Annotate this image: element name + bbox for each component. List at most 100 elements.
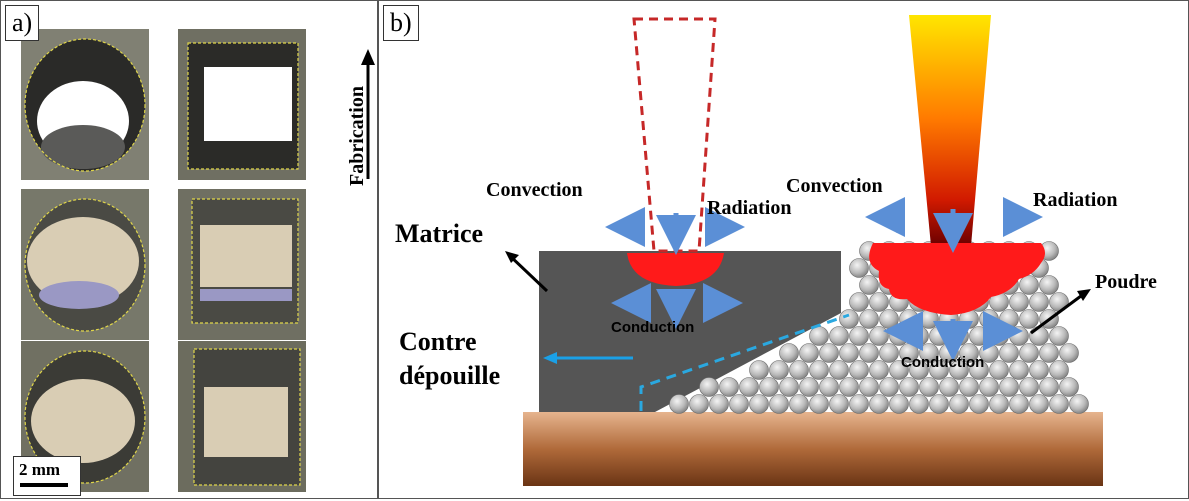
powder-particle (669, 394, 689, 414)
powder-particle (1059, 377, 1079, 397)
powder-particle (839, 309, 859, 329)
powder-particle (869, 394, 889, 414)
photo-square-3 (178, 341, 306, 492)
powder-particle (739, 377, 759, 397)
melt-pool-right (869, 243, 1045, 315)
powder-particle (979, 377, 999, 397)
powder-particle (959, 377, 979, 397)
powder-particle (919, 377, 939, 397)
heat-arrows-left (605, 207, 745, 329)
heat-arrows-right (865, 197, 1043, 361)
powder-particle (1029, 292, 1049, 312)
powder-particle (899, 377, 919, 397)
powder-particle (949, 394, 969, 414)
photo-circle-3 (21, 341, 149, 492)
label-radiation-left: Radiation (707, 197, 792, 219)
powder-particle (889, 394, 909, 414)
powder-particle (839, 343, 859, 363)
undercut-outline (639, 313, 850, 411)
powder-particle (1059, 343, 1079, 363)
powder-particle (1029, 360, 1049, 380)
laser-outline-left (632, 17, 717, 253)
powder-particle (749, 360, 769, 380)
powder-particle (1069, 394, 1089, 414)
powder-particle (789, 360, 809, 380)
powder-particle (1049, 326, 1069, 346)
fabrication-label: Fabrication (346, 86, 368, 186)
poudre-pointer (1030, 291, 1086, 335)
label-conduction-right: Conduction (901, 354, 985, 371)
powder-particle (819, 343, 839, 363)
powder-particle (779, 377, 799, 397)
powder-particle (699, 377, 719, 397)
powder-particle (779, 343, 799, 363)
powder-particle (859, 275, 879, 295)
powder-particle (1039, 275, 1059, 295)
powder-particle (829, 326, 849, 346)
powder-particle (719, 377, 739, 397)
label-convection-left: Convection (486, 179, 583, 201)
powder-particle (1009, 326, 1029, 346)
powder-particle (929, 326, 949, 346)
powder-particle (879, 309, 899, 329)
powder-particle (909, 394, 929, 414)
powder-particle (1029, 394, 1049, 414)
fabrication-arrow-icon (361, 49, 375, 179)
photo-square-2 (178, 189, 306, 340)
powder-particle (1039, 377, 1059, 397)
label-contre: Contre (399, 327, 477, 356)
label-convection-right: Convection (786, 175, 883, 197)
powder-particle (759, 377, 779, 397)
powder-particle (849, 394, 869, 414)
powder-particle (849, 258, 869, 278)
label-depouille: dépouille (399, 361, 501, 390)
powder-particle (799, 343, 819, 363)
powder-particle (709, 394, 729, 414)
powder-particle (869, 360, 889, 380)
powder-particle (799, 377, 819, 397)
undercut-arrow-head (543, 352, 557, 364)
panel-a-tag: a) (5, 5, 40, 41)
powder-particle (969, 394, 989, 414)
powder-particle (1019, 309, 1039, 329)
label-conduction-left: Conduction (611, 319, 695, 336)
powder-particle (1039, 343, 1059, 363)
panel-b: b) Matrice Contre dépouille Convection R… (378, 0, 1189, 499)
powder-particle (909, 360, 929, 380)
powder-particle (869, 326, 889, 346)
powder-particle (729, 394, 749, 414)
photo-circle-1 (21, 29, 149, 180)
label-matrice: Matrice (395, 219, 484, 248)
process-diagram (505, 15, 1103, 486)
panel-b-tag: b) (383, 5, 419, 41)
label-poudre: Poudre (1095, 271, 1157, 293)
powder-particle (989, 394, 1009, 414)
powder-particle (939, 377, 959, 397)
powder-particle (1009, 394, 1029, 414)
powder-particle (749, 394, 769, 414)
matrice-pointer-head (505, 251, 519, 263)
powder-particle (879, 377, 899, 397)
panel-a: a) (0, 0, 378, 499)
powder-particle (839, 377, 859, 397)
powder-particle (1049, 394, 1069, 414)
powder-particle (999, 309, 1019, 329)
scale-label: 2 mm (19, 460, 61, 479)
powder-particle (859, 309, 879, 329)
powder-particle (1019, 275, 1039, 295)
substrate (523, 412, 1103, 486)
powder-particle (859, 343, 879, 363)
powder-particle (809, 360, 829, 380)
powder-particle (1009, 292, 1029, 312)
matrice-pointer (507, 253, 549, 293)
powder-particle (1019, 343, 1039, 363)
scale-line (20, 483, 68, 487)
powder-particle (849, 292, 869, 312)
powder-particle (809, 394, 829, 414)
powder-particle (849, 326, 869, 346)
powder-particle (929, 394, 949, 414)
laser-beam-right (909, 15, 991, 246)
poudre-pointer-head (1077, 289, 1091, 301)
powder-particle (999, 343, 1019, 363)
photo-circle-2 (21, 189, 149, 340)
